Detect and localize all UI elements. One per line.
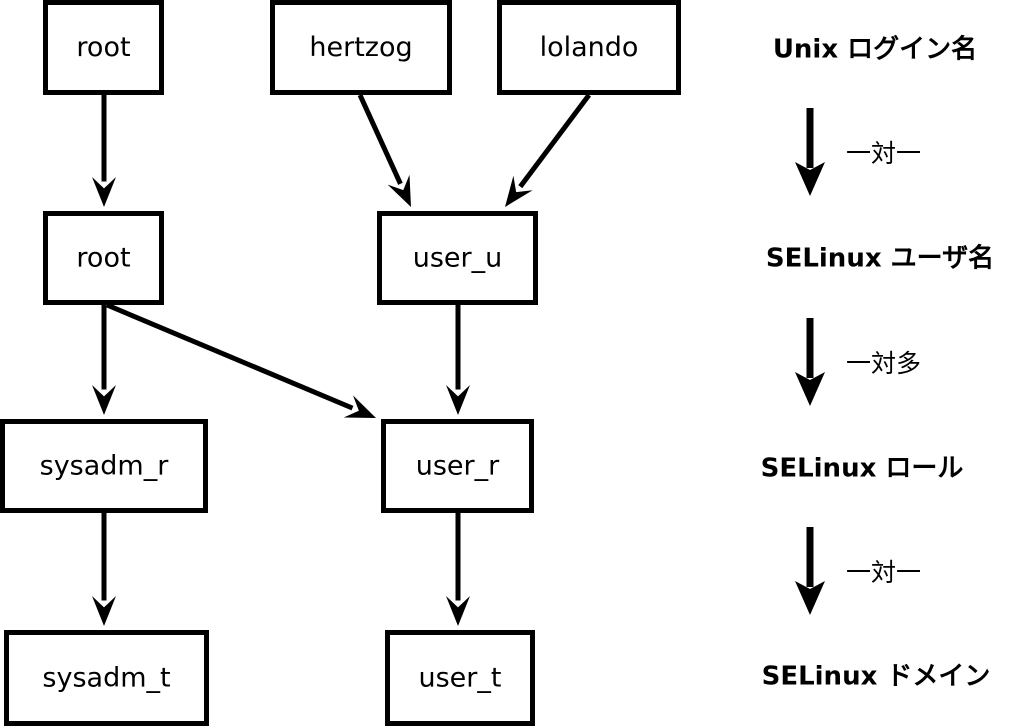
legend-layer: Unix ログイン名 SELinux ユーザ名 SELinux ロール SELinux… (761, 34, 995, 692)
edge-shaft (106, 302, 354, 411)
legend-arrowhead (795, 162, 825, 196)
node-box (381, 419, 534, 513)
node-role_user_r[interactable]: user_r (381, 419, 534, 513)
node-label: root (76, 32, 130, 63)
node-box (4, 630, 209, 726)
node-seuser_root[interactable]: root (43, 211, 164, 305)
edge-login_lolando-to-seuser_user_u (505, 93, 591, 207)
edge-arrowhead (446, 596, 470, 626)
edge-role_user_r-to-domain_user_t (446, 513, 470, 626)
legend-relation-user-to-role: 一対多 (795, 318, 921, 406)
node-box (0, 419, 208, 513)
edge-shaft (357, 93, 403, 185)
node-login_hertzog[interactable]: hertzog (270, 0, 452, 95)
edge-arrowhead (92, 596, 116, 626)
edge-seuser_root-to-role_sysadm_r (92, 305, 116, 415)
node-domain_sysadm_t[interactable]: sysadm_t (4, 630, 209, 726)
node-seuser_user_u[interactable]: user_u (377, 211, 538, 305)
legend-relation-login-to-user: 一対一 (795, 108, 921, 196)
node-box (377, 211, 538, 305)
node-login_root[interactable]: root (43, 0, 164, 95)
edge-arrowhead (505, 175, 533, 207)
node-label: user_r (416, 451, 500, 482)
edge-login_hertzog-to-seuser_user_u (357, 93, 411, 207)
edge-arrowhead (92, 385, 116, 415)
node-label: hertzog (309, 32, 412, 63)
node-domain_user_t[interactable]: user_t (385, 630, 535, 726)
node-role_sysadm_r[interactable]: sysadm_r (0, 419, 208, 513)
legend-layer-label-selinux-role: SELinux ロール (761, 454, 964, 484)
edge-login_root-to-seuser_root (92, 95, 116, 207)
legend-relation-label: 一対一 (846, 139, 921, 168)
legend-layer-label-selinux-domain: SELinux ドメイン (762, 662, 991, 692)
legend-relation-role-to-domain: 一対一 (795, 527, 921, 615)
legend-layer-label-selinux-user: SELinux ユーザ名 (766, 243, 994, 274)
node-box (270, 0, 452, 95)
node-box (43, 211, 164, 305)
node-label: user_t (419, 663, 502, 694)
edge-shaft (518, 93, 591, 189)
edge-seuser_root-to-role_user_r (106, 302, 376, 418)
edge-arrowhead (446, 385, 470, 415)
node-label: sysadm_t (42, 663, 170, 694)
node-box (43, 0, 164, 95)
edges-layer (92, 93, 591, 626)
edge-arrowhead (92, 177, 116, 207)
legend-relation-label: 一対多 (846, 349, 921, 378)
edge-role_sysadm_r-to-domain_sysadm_t (92, 513, 116, 626)
node-box (385, 630, 535, 726)
edge-arrowhead (343, 395, 376, 418)
edge-arrowhead (387, 174, 411, 207)
node-label: user_u (413, 243, 503, 274)
node-label: sysadm_r (40, 451, 170, 482)
node-label: root (76, 243, 130, 274)
edge-seuser_user_u-to-role_user_r (446, 305, 470, 415)
legend-relation-label: 一対一 (846, 558, 921, 587)
node-label: lolando (540, 32, 639, 63)
node-login_lolando[interactable]: lolando (497, 0, 681, 95)
legend-arrowhead (795, 372, 825, 406)
legend-layer-label-unix-login: Unix ログイン名 (773, 34, 977, 65)
legend-arrowhead (795, 581, 825, 615)
node-box (497, 0, 681, 95)
